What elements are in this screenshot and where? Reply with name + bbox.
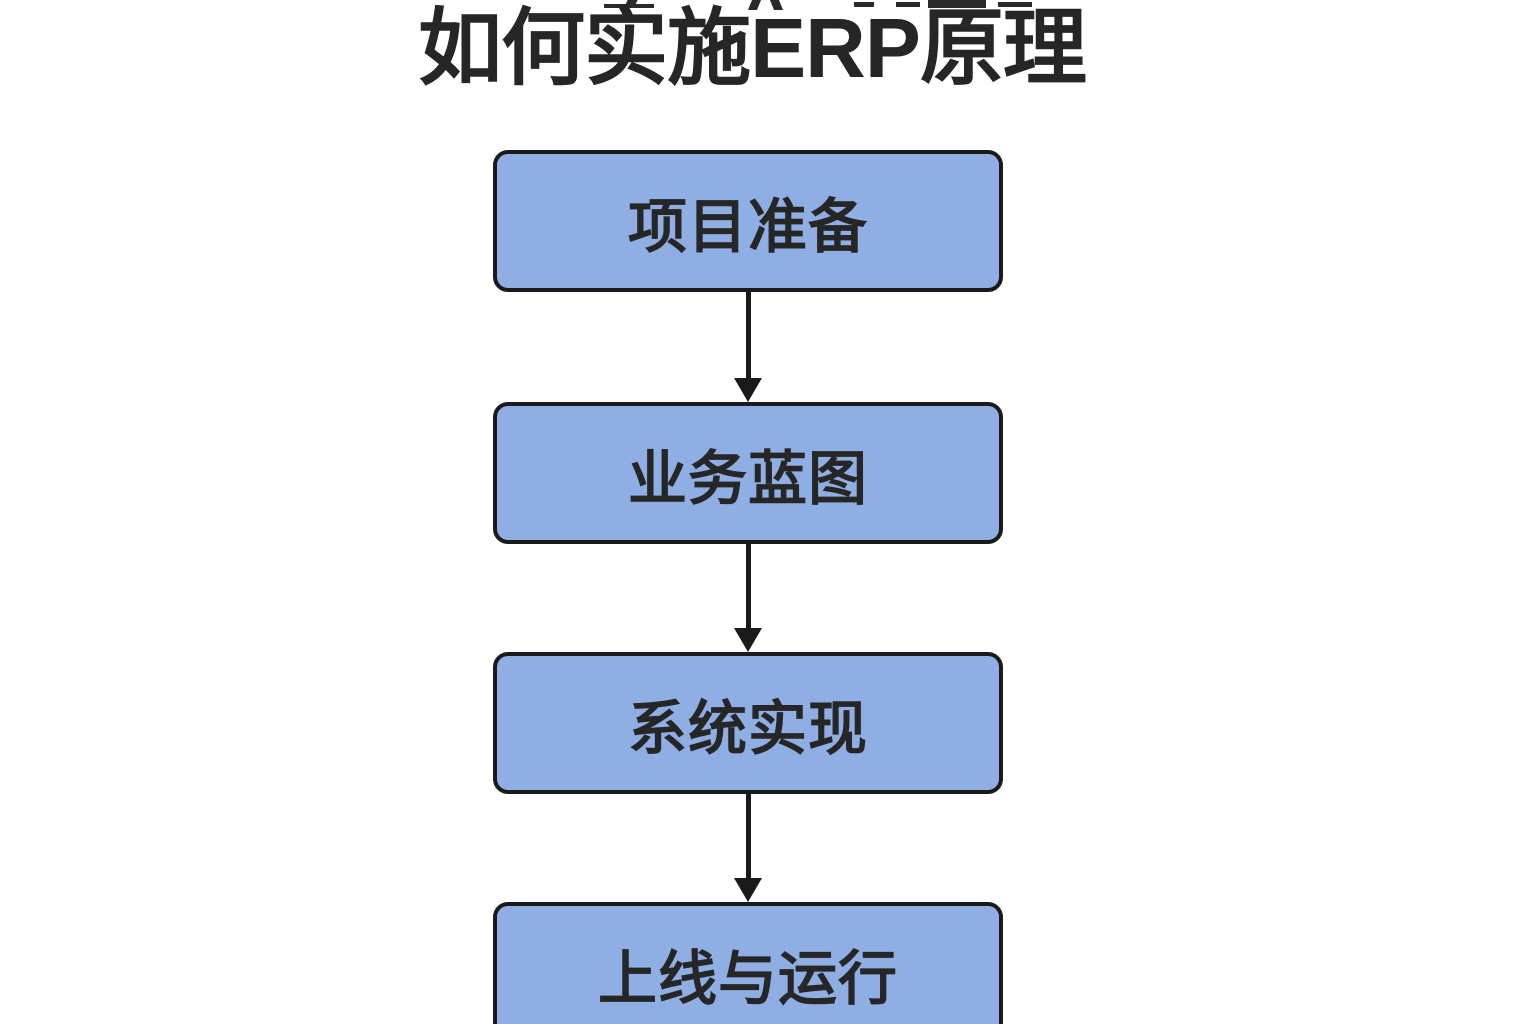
arrow-line [746,292,751,380]
arrow-head-icon [734,378,762,402]
step-box-business-blueprint: 业务蓝图 [493,402,1003,544]
diagram-title: 如何实施ERP原理 [418,1,1087,95]
step-box-system-realization: 系统实现 [493,652,1003,794]
arrow-line [746,544,751,630]
glyph-fragment [854,2,874,7]
flow-arrow-3 [734,794,763,902]
arrow-line [746,794,751,880]
glyph-fragment [998,2,1032,7]
step-label: 项目准备 [627,193,868,260]
arrow-head-icon [734,878,762,902]
glyph-fragment [928,0,986,8]
step-box-go-live-operation: 上线与运行 [493,902,1003,1024]
step-label: 系统实现 [627,695,868,762]
step-label: 上线与运行 [597,945,898,1012]
arrow-head-icon [734,628,762,652]
flow-arrow-1 [734,292,763,402]
glyph-fragment [896,2,920,7]
step-box-project-preparation: 项目准备 [493,150,1003,292]
step-label: 业务蓝图 [627,445,868,512]
flow-arrow-2 [734,544,763,652]
